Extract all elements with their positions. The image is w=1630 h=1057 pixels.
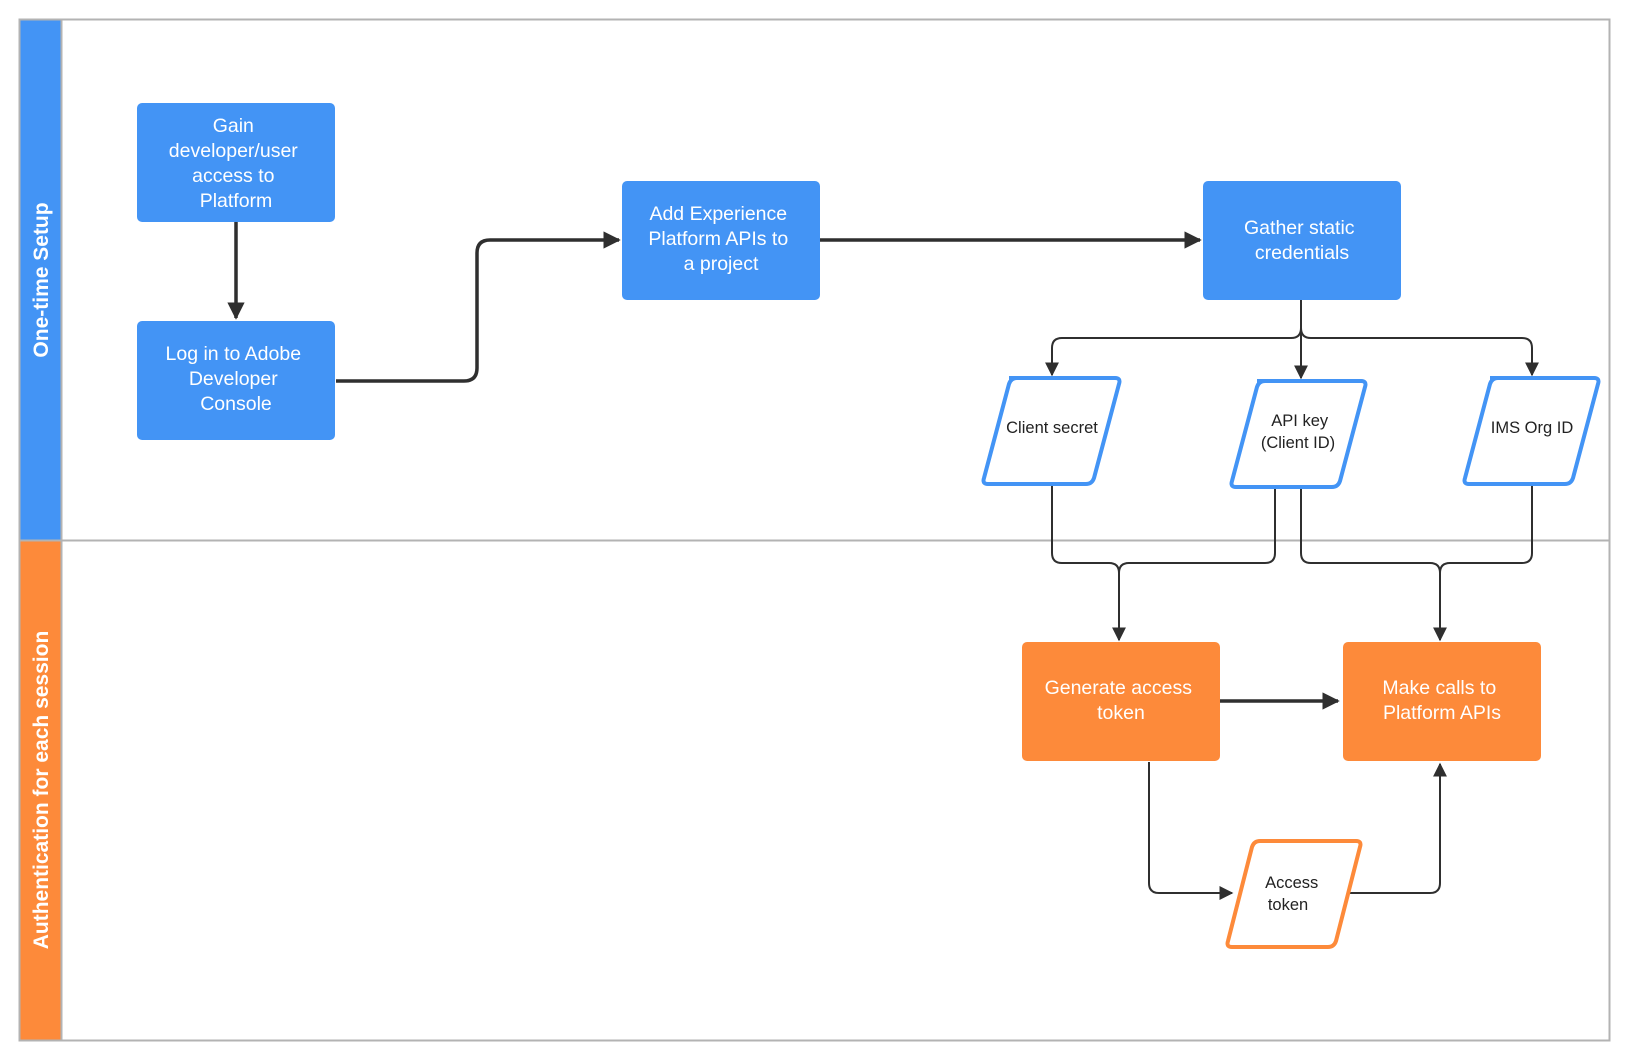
- connectors: [227, 222, 1539, 900]
- edge-api-key-to-generate: [1118, 487, 1276, 574]
- node-log-in: Log in to Adobe Developer Console: [137, 321, 335, 440]
- edge-generate-to-access-token: [1148, 762, 1234, 900]
- node-label: Add Experience Platform APIs to a projec…: [648, 203, 793, 275]
- node-label: Make calls to Platform APIs: [1382, 677, 1501, 724]
- node-label: API key (Client ID): [1261, 412, 1335, 452]
- lane-one-time-setup-band: [19, 19, 62, 541]
- process-box: [622, 181, 820, 300]
- node-add-apis: Add Experience Platform APIs to a projec…: [622, 181, 820, 300]
- node-access-token: Access token: [1225, 839, 1363, 949]
- lane-outer-border: [18, 18, 1611, 1042]
- process-box: [1022, 642, 1220, 761]
- node-client-secret: Client secret: [981, 376, 1122, 486]
- node-label: Gather static credentials: [1244, 217, 1360, 264]
- node-gather-credentials: Gather static credentials: [1203, 181, 1401, 300]
- process-box: [1203, 181, 1401, 300]
- edge-ims-org-to-make-calls: [1439, 484, 1533, 574]
- edge-client-secret-to-generate: [1051, 484, 1126, 642]
- edge-gather-to-ims-org: [1300, 300, 1539, 377]
- node-generate-token: Generate access token: [1022, 642, 1220, 761]
- process-box: [137, 321, 335, 440]
- data-parallelogram: [1225, 839, 1363, 949]
- edge-access-token-to-make-calls: [1345, 762, 1447, 894]
- node-api-key: API key (Client ID): [1229, 379, 1368, 489]
- node-label: Access token: [1265, 874, 1323, 914]
- node-label: Generate access token: [1045, 677, 1198, 724]
- node-make-calls: Make calls to Platform APIs: [1343, 642, 1541, 761]
- node-gain-access: Gain developer/user access to Platform: [137, 103, 335, 222]
- node-label: IMS Org ID: [1491, 419, 1574, 437]
- node-label: Client secret: [1006, 419, 1098, 437]
- data-parallelogram: [981, 376, 1122, 486]
- edge-api-key-to-make-calls: [1300, 487, 1447, 642]
- node-ims-org-id: IMS Org ID: [1462, 376, 1601, 486]
- swimlane-frame: One-time Setup Authentication for each s…: [18, 18, 1611, 1042]
- data-parallelogram: [1229, 379, 1368, 489]
- node-label: Log in to Adobe Developer Console: [166, 343, 307, 415]
- data-parallelogram: [1462, 376, 1601, 486]
- process-box: [1343, 642, 1541, 761]
- edge-login-to-add-apis: [336, 231, 621, 383]
- edge-gather-to-client-secret: [1045, 300, 1302, 377]
- node-label: Gain developer/user access to Platform: [169, 115, 303, 212]
- lane-authentication-band: [19, 540, 62, 1041]
- process-box: [137, 103, 335, 222]
- lane-label-one-time-setup: One-time Setup: [30, 202, 53, 357]
- lane-label-authentication: Authentication for each session: [30, 631, 53, 950]
